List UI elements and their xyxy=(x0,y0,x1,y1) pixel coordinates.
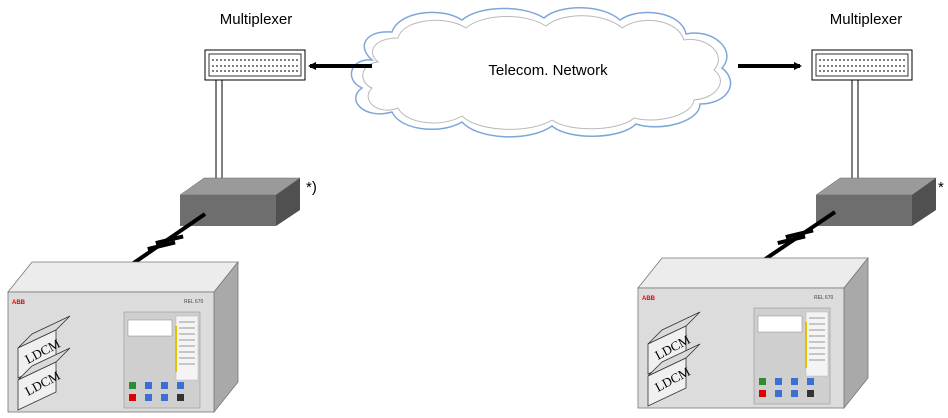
left-converter: *) xyxy=(179,177,317,226)
right-multiplexer-label: Multiplexer xyxy=(830,11,903,28)
right-multiplexer: Multiplexer xyxy=(811,11,913,81)
right-ied-brand: ABB xyxy=(642,296,656,302)
right-converter-note: * xyxy=(938,179,944,196)
left-ied-brand: ABB xyxy=(12,300,26,306)
left-ied-model: REL 670 xyxy=(184,299,203,305)
right-mux-link xyxy=(851,80,859,182)
telecom-cloud: Telecom. Network xyxy=(350,7,732,138)
left-multiplexer-label: Multiplexer xyxy=(220,11,293,28)
right-ied-model: REL 670 xyxy=(814,295,833,301)
left-mux-link xyxy=(215,80,223,182)
left-ied: ABB REL 670 LDCM LDCM xyxy=(7,260,239,414)
left-converter-note: *) xyxy=(306,179,317,196)
left-multiplexer: Multiplexer xyxy=(204,11,306,81)
network-label: Telecom. Network xyxy=(488,62,608,79)
right-converter: * xyxy=(815,177,944,226)
right-ied: ABB REL 670 LDCM LDCM xyxy=(637,256,869,410)
